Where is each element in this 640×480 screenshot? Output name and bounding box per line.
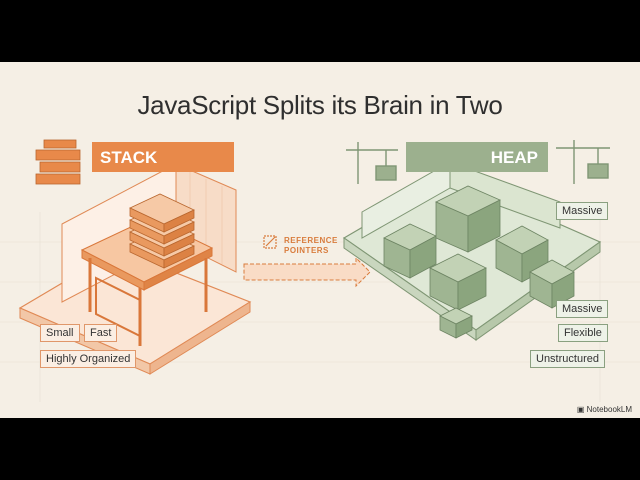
page-title: JavaScript Splits its Brain in Two [137, 90, 503, 120]
notebook-icon: ▣ [576, 405, 587, 414]
heap-tag-unstructured: Unstructured [530, 350, 605, 368]
stack-banner: STACK [92, 142, 234, 172]
heap-illustration [342, 140, 610, 341]
slide: JavaScript Splits its Brain in Two STACK… [0, 62, 640, 418]
reference-line-2: POINTERS [284, 246, 329, 255]
crane-icon [346, 142, 398, 184]
crane-icon [556, 140, 610, 184]
stack-tag-organized: Highly Organized [40, 350, 137, 368]
brand-mark: ▣ NotebookLM [577, 405, 632, 414]
books-icon [35, 139, 81, 185]
heap-label: HEAP [490, 148, 538, 167]
arrow-icon [263, 235, 277, 249]
stack-label: STACK [100, 148, 158, 167]
stack-tag-small: Small [40, 324, 80, 342]
stack-tag-fast: Fast [84, 324, 118, 342]
heap-tag-massive-1: Massive [556, 202, 609, 220]
heap-banner: HEAP [406, 142, 548, 172]
reference-arrow [243, 235, 371, 288]
reference-line-1: REFERENCE [284, 236, 338, 245]
heap-tag-flexible: Flexible [558, 324, 608, 342]
reference-label: REFERENCE POINTERS [284, 236, 338, 256]
heap-tag-massive-2: Massive [556, 300, 609, 318]
stack-illustration [18, 139, 252, 375]
brand-label: NotebookLM [586, 405, 632, 414]
